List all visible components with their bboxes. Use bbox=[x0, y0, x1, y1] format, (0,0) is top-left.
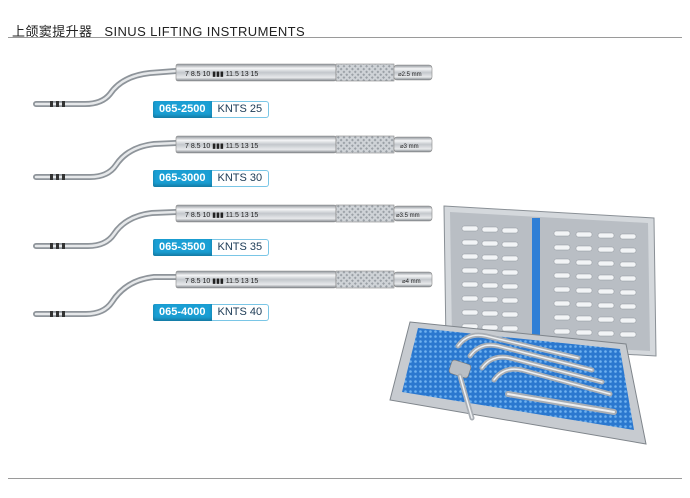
depth-scale: 7 8.5 10 ▮▮▮ 11.5 13 15 bbox=[185, 143, 258, 150]
product-code: 065-4000 bbox=[153, 304, 212, 321]
instrument-illustration: 7 8.5 10 ▮▮▮ 11.5 13 15 ⌀3 mm bbox=[33, 135, 433, 180]
page-title: 上颌窦提升器 SINUS LIFTING INSTRUMENTS bbox=[12, 21, 305, 40]
product-name: KNTS 35 bbox=[211, 239, 270, 256]
product-code: 065-2500 bbox=[153, 101, 212, 118]
diameter-label: ⌀4 mm bbox=[402, 279, 421, 285]
kit-box-illustration bbox=[389, 205, 657, 445]
product-name: KNTS 25 bbox=[211, 101, 270, 118]
product-label: 065-2500 KNTS 25 bbox=[153, 101, 270, 118]
title-chinese: 上颌窦提升器 bbox=[12, 24, 93, 39]
instrument-knts-40: 7 8.5 10 ▮▮▮ 11.5 13 15 ⌀4 mm bbox=[30, 268, 440, 330]
instrument-illustration: 7 8.5 10 ▮▮▮ 11.5 13 15 ⌀3.5 mm bbox=[33, 204, 433, 249]
instrument-illustration: 7 8.5 10 ▮▮▮ 11.5 13 15 ⌀4 mm bbox=[33, 270, 433, 317]
product-code: 065-3500 bbox=[153, 239, 212, 256]
product-label: 065-3000 KNTS 30 bbox=[153, 170, 270, 187]
product-label: 065-4000 KNTS 40 bbox=[153, 304, 270, 321]
instrument-illustration: 7 8.5 10 ▮▮▮ 11.5 13 15 ⌀2.5 mm bbox=[33, 63, 433, 107]
depth-scale: 7 8.5 10 ▮▮▮ 11.5 13 15 bbox=[185, 212, 258, 219]
depth-scale: 7 8.5 10 ▮▮▮ 11.5 13 15 bbox=[185, 71, 258, 78]
product-name: KNTS 30 bbox=[211, 170, 270, 187]
title-english: SINUS LIFTING INSTRUMENTS bbox=[104, 24, 306, 39]
product-name: KNTS 40 bbox=[211, 304, 270, 321]
instrument-knts-25: 7 8.5 10 ▮▮▮ 11.5 13 15 ⌀2.5 mm bbox=[30, 62, 440, 124]
product-label: 065-3500 KNTS 35 bbox=[153, 239, 270, 256]
instrument-knts-35: 7 8.5 10 ▮▮▮ 11.5 13 15 ⌀3.5 mm bbox=[30, 202, 440, 264]
footer-divider bbox=[8, 478, 682, 479]
product-code: 065-3000 bbox=[153, 170, 212, 187]
page-header: 上颌窦提升器 SINUS LIFTING INSTRUMENTS bbox=[0, 0, 690, 40]
header-divider bbox=[8, 37, 682, 38]
instrument-kit-box bbox=[388, 204, 658, 474]
instrument-knts-30: 7 8.5 10 ▮▮▮ 11.5 13 15 ⌀3 mm bbox=[30, 133, 440, 195]
diameter-label: ⌀3.5 mm bbox=[396, 213, 420, 219]
diameter-label: ⌀3 mm bbox=[400, 144, 419, 150]
depth-scale: 7 8.5 10 ▮▮▮ 11.5 13 15 bbox=[185, 278, 258, 285]
diameter-label: ⌀2.5 mm bbox=[398, 72, 422, 78]
